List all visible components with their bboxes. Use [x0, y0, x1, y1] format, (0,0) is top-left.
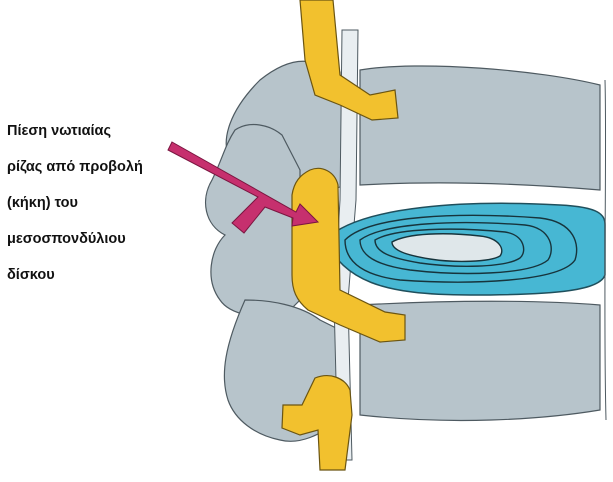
upper-vertebral-body	[360, 66, 600, 190]
caption-line-2: ρίζας από προβολή	[7, 158, 207, 176]
caption-line-1: Πίεση νωτιαίας	[7, 122, 207, 140]
caption-line-4: μεσοσπονδύλιου	[7, 230, 207, 248]
caption-line-3: (κήκη) του	[7, 194, 207, 212]
caption-line-5: δίσκου	[7, 266, 207, 284]
compression-caption: Πίεση νωτιαίας ρίζας από προβολή (κήκη) …	[7, 104, 207, 302]
vertebral-edge-line	[605, 80, 606, 420]
intervertebral-disc	[325, 203, 605, 295]
